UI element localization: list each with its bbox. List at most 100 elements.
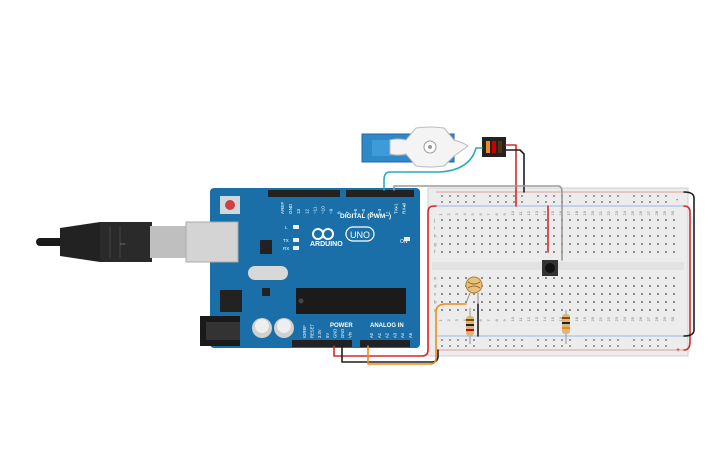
wire-servo-ground (505, 149, 525, 193)
column-label: 3 (454, 319, 459, 322)
led-label-rx: RX (283, 246, 289, 251)
column-label: 6 (478, 213, 483, 216)
column-label: 22 (606, 316, 611, 321)
power-pin-label: 5V (325, 333, 330, 338)
column-label: 5 (470, 213, 475, 216)
analog-in-label: ANALOG IN (370, 323, 404, 329)
column-label: 20 (590, 210, 595, 215)
wire-gnd (341, 345, 439, 363)
column-label: 30 (670, 316, 675, 321)
row-label: e (434, 276, 437, 281)
analog-pin-label: A0 (369, 332, 374, 338)
power-pin-label: GND (340, 329, 345, 338)
column-label: 2 (446, 319, 451, 322)
wires (333, 144, 695, 365)
column-label: 18 (574, 210, 579, 215)
wire-servo-signal (383, 147, 483, 191)
digital-pin-label: 8 (337, 211, 342, 214)
column-label: 28 (654, 316, 659, 321)
analog-pin-label: A1 (377, 332, 382, 338)
column-label: 29 (662, 210, 667, 215)
column-label: 23 (614, 210, 619, 215)
digital-pin-label: ~11 (312, 206, 317, 214)
digital-pin-label: ~6 (353, 208, 358, 214)
row-label: c (434, 292, 437, 297)
on-label: ON (400, 239, 408, 245)
column-label: 9 (502, 213, 507, 216)
row-label: g (434, 242, 437, 247)
svg-text:⇔: ⇔ (118, 238, 127, 248)
digital-pin-label: AREF (280, 202, 285, 214)
column-label: 14 (542, 210, 547, 215)
digital-pin-label: 12 (304, 208, 309, 214)
status-leds: L TX RX (283, 225, 299, 251)
arduino-logo-text: ARDUINO (310, 241, 343, 248)
column-label: 4 (462, 319, 467, 322)
column-label: 13 (534, 316, 539, 321)
digital-pin-label: ~3 (377, 208, 382, 214)
column-label: 12 (526, 210, 531, 215)
arduino-uno-board: DIGITAL (PWM~) ARDUINO UNO ON POWER ANAL… (185, 188, 420, 348)
analog-pin-label: A5 (408, 332, 413, 338)
reset-button[interactable] (225, 200, 235, 210)
column-label: 18 (574, 316, 579, 321)
column-label: 30 (670, 210, 675, 215)
column-label: 15 (550, 316, 555, 321)
breadboard-holes (441, 195, 675, 347)
analog-pin-label: A2 (385, 332, 390, 338)
column-label: 6 (478, 319, 483, 322)
rail-plus-label: + (676, 347, 680, 354)
column-label: 1 (438, 213, 443, 216)
column-label: 7 (486, 213, 491, 216)
servo-motor (361, 126, 506, 168)
analog-pin-label: A3 (392, 332, 397, 338)
digital-pin-label: 7 (345, 211, 350, 214)
column-label: 15 (550, 210, 555, 215)
led-label-tx: TX (283, 238, 289, 243)
column-label: 23 (614, 316, 619, 321)
column-label: 16 (558, 210, 563, 215)
digital-pin-label: GND (288, 203, 293, 214)
power-pin-label: RESET (310, 324, 315, 338)
microcontroller-chip (296, 288, 406, 314)
power-pin-label: Vin (348, 331, 353, 338)
breadboard-column-labels: 1122334455667788991010111112121313141415… (438, 210, 675, 321)
row-label: i (434, 226, 435, 231)
column-label: 1 (438, 319, 443, 322)
column-label: 26 (638, 210, 643, 215)
push-button[interactable] (542, 260, 558, 276)
wire-button-signal (393, 185, 563, 261)
column-label: 26 (638, 316, 643, 321)
column-label: 25 (630, 316, 635, 321)
column-label: 3 (454, 213, 459, 216)
column-label: 11 (518, 211, 523, 216)
digital-label: DIGITAL (PWM~) (340, 213, 391, 220)
column-label: 27 (646, 210, 651, 215)
resistor-ldr (466, 308, 474, 344)
power-pin-label: 3.3V (317, 329, 322, 338)
column-label: 9 (502, 319, 507, 322)
row-label: h (434, 234, 437, 239)
arduino-logo-icon (312, 228, 334, 240)
column-label: 17 (566, 210, 571, 215)
power-label: POWER (330, 323, 353, 329)
column-label: 10 (510, 316, 515, 321)
power-pin-label: GND (332, 329, 337, 338)
column-label: 16 (558, 316, 563, 321)
column-label: 24 (622, 210, 627, 215)
row-label: f (434, 250, 436, 255)
digital-pin-label: 2 (385, 211, 390, 214)
column-label: 27 (646, 316, 651, 321)
digital-pin-label: RX◂0 (402, 202, 407, 214)
column-label: 11 (518, 317, 523, 322)
column-label: 20 (590, 316, 595, 321)
row-label: j (433, 218, 435, 223)
column-label: 13 (534, 210, 539, 215)
column-label: 14 (542, 316, 547, 321)
digital-pin-label: TX▸1 (393, 203, 398, 214)
column-label: 24 (622, 316, 627, 321)
